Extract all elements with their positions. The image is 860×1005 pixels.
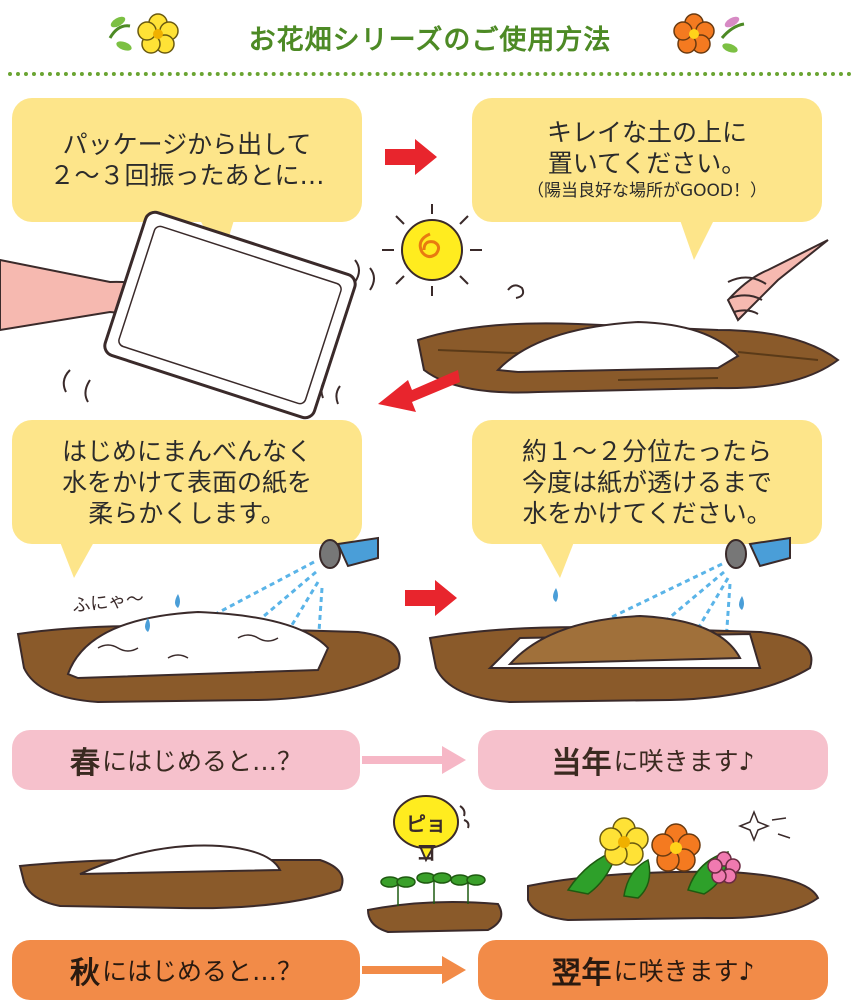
step-4-illustration-soaked-mat	[428, 536, 813, 704]
autumn-result-text: に咲きます♪	[613, 957, 755, 986]
spring-result-text: に咲きます♪	[613, 747, 755, 776]
spring-start-bold: 春	[69, 746, 100, 781]
page-title: お花畑シリーズのご使用方法	[248, 25, 612, 56]
step-1-illustration-hand-shaking-mat	[0, 210, 375, 420]
step-2-line-1: キレイな土の上に	[546, 118, 747, 147]
step-4-bubble: 約１～２分位たったら 今度は紙が透けるまで 水をかけてください。	[472, 420, 822, 544]
step-2-bubble-tail	[680, 220, 714, 260]
spring-start-text: にはじめると…？	[101, 747, 302, 776]
step-2-note: （陽当良好な場所がGOOD！）	[526, 181, 768, 201]
spring-result-bold: 当年	[551, 746, 612, 781]
arrow-right-icon-1	[385, 139, 437, 175]
autumn-arrow-icon	[362, 956, 466, 984]
step-2-bubble: キレイな土の上に 置いてください。 （陽当良好な場所がGOOD！）	[472, 98, 822, 222]
step-1-line-2: ２～３回振ったあとに…	[49, 161, 325, 190]
autumn-start-text: にはじめると…？	[101, 957, 302, 986]
step-3-illustration-watering	[16, 536, 401, 704]
spring-start-pill: 春 にはじめると…？	[12, 730, 360, 790]
step-2-illustration-mat-on-soil	[416, 239, 840, 394]
step-3-line-3: 柔らかくします。	[88, 498, 286, 528]
step-3-bubble-tail	[60, 542, 94, 578]
step-2-line-2: 置いてください。	[547, 149, 747, 178]
sfx-sprout-text: ピョコ	[406, 812, 446, 865]
sprouts-illustration	[366, 872, 503, 934]
spring-arrow-icon	[362, 746, 466, 774]
step-3-line-1: はじめにまんべんなく	[61, 436, 312, 466]
sprout-speech-bubble	[393, 795, 470, 863]
step-3-line-2: 水をかけて表面の紙を	[61, 467, 312, 497]
step-3-bubble: はじめにまんべんなく 水をかけて表面の紙を 柔らかくします。	[12, 420, 362, 544]
step-4-line-3: 水をかけてください。	[522, 498, 772, 528]
sun-icon	[382, 204, 482, 296]
autumn-start-pill: 秋 にはじめると…？	[12, 940, 360, 1000]
header-divider	[8, 72, 852, 76]
step-4-bubble-tail	[540, 542, 574, 578]
step-4-line-1: 約１～２分位たったら	[521, 436, 772, 466]
arrow-down-left-icon	[378, 370, 460, 412]
leaf-flower-icon-left	[108, 13, 179, 54]
step-1-bubble: パッケージから出して ２～３回振ったあとに…	[12, 98, 362, 222]
soil-with-mat-illustration	[18, 844, 344, 910]
spring-result-pill: 当年 に咲きます♪	[478, 730, 828, 790]
autumn-start-bold: 秋	[69, 956, 100, 991]
autumn-result-bold: 翌年	[551, 956, 612, 991]
blooming-flowers-illustration	[527, 809, 820, 922]
arrow-right-icon-2	[405, 580, 457, 616]
step-4-line-2: 今度は紙が透けるまで	[521, 467, 772, 497]
step-1-line-1: パッケージから出して	[62, 130, 312, 159]
autumn-result-pill: 翌年 に咲きます♪	[478, 940, 828, 1000]
leaf-flower-icon-right	[673, 13, 745, 54]
